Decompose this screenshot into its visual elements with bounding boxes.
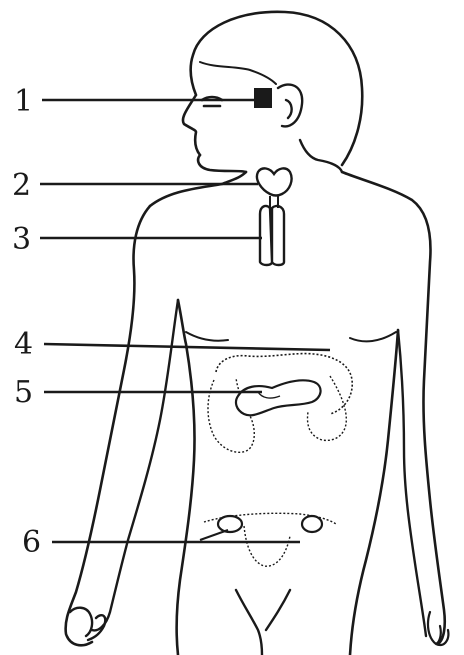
hair-line [200,62,276,84]
left-hand [70,608,105,640]
thymus-gland [260,206,284,265]
eye [202,97,222,106]
torso-left [177,300,195,655]
ovary-right [302,516,322,532]
torso-right [350,330,398,655]
pituitary-gland [254,88,272,108]
right-arm-inner [398,330,426,636]
ovary-left [218,516,242,532]
pancreas [236,380,321,415]
label-2: 2 [12,168,31,203]
ear [278,85,302,127]
left-arm-shoulder [66,206,150,645]
uterus-outline [244,526,290,566]
neck-front [150,172,246,206]
label-3: 3 [12,222,31,257]
leader-line-6b [200,530,228,540]
label-5: 5 [14,375,33,410]
right-shoulder-arm [342,172,445,644]
neck-back [300,140,342,172]
leg-split [236,590,290,655]
label-6: 6 [22,525,41,560]
thyroid-gland [257,168,292,195]
label-4: 4 [14,327,33,362]
label-1: 1 [14,84,33,119]
head-outline [183,12,362,172]
chest-line [186,332,396,341]
